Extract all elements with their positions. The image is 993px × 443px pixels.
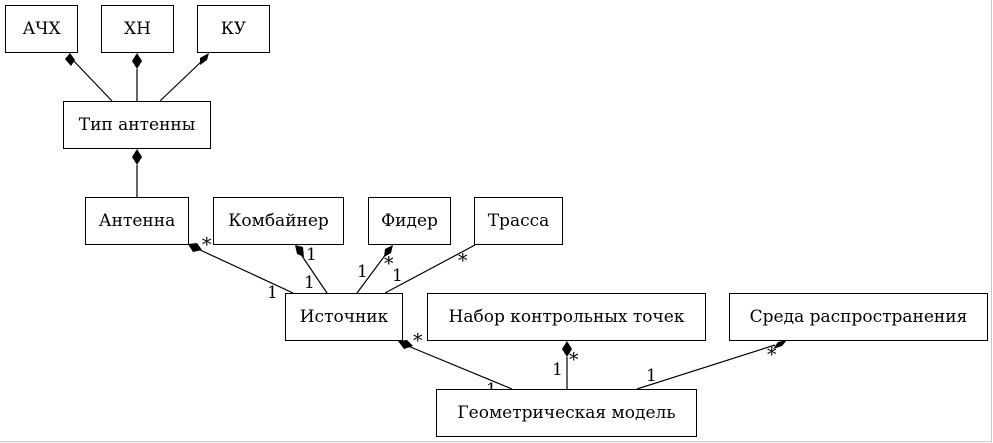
multiplicity-feeder-one-right: 1: [392, 266, 403, 286]
class-box-antenna-type[interactable]: Тип антенны: [63, 101, 211, 149]
class-box-achh[interactable]: АЧХ: [5, 5, 78, 53]
multiplicity-checkpoints-one: 1: [552, 360, 563, 380]
edge-medium-geo-model: [636, 344, 776, 390]
class-box-feeder[interactable]: Фидер: [368, 197, 451, 245]
multiplicity-source-many: *: [413, 330, 423, 352]
multiplicity-combiner-one-top: 1: [306, 245, 317, 265]
class-box-geo-model[interactable]: Геометрическая модель: [436, 389, 697, 437]
class-box-hn[interactable]: ХН: [101, 5, 174, 53]
multiplicity-combiner-one-bottom: 1: [304, 273, 315, 293]
edge-combiner-source: [301, 255, 328, 294]
composition-diamond-feeder: [384, 245, 393, 257]
composition-diamond-antenna-type: [132, 149, 142, 165]
class-box-combiner[interactable]: Комбайнер: [213, 197, 344, 245]
edge-source-geo-model: [407, 345, 513, 390]
composition-diamond-medium: [773, 340, 787, 349]
class-box-source[interactable]: Источник: [285, 293, 403, 341]
edge-feeder-source: [356, 253, 387, 294]
class-box-ku[interactable]: КУ: [197, 5, 270, 53]
edge-trassa-source: [384, 244, 476, 294]
multiplicity-feeder-one-left: 1: [357, 262, 368, 282]
composition-diamond-checkpoints: [562, 341, 572, 357]
composition-diamond-combiner: [295, 245, 304, 257]
class-box-checkpoints[interactable]: Набор контрольных точек: [427, 293, 706, 341]
class-box-medium[interactable]: Среда распространения: [729, 293, 988, 341]
multiplicity-trassa-many: *: [458, 250, 468, 272]
multiplicity-feeder-many: *: [384, 253, 394, 275]
composition-diamond-ku: [200, 53, 209, 65]
composition-diamond-achh: [65, 53, 75, 66]
composition-diamond-hn: [132, 53, 142, 69]
multiplicity-antenna-one: 1: [267, 283, 278, 303]
composition-diamond-source: [398, 340, 413, 349]
multiplicity-medium-many: *: [767, 344, 777, 366]
class-box-trassa[interactable]: Трасса: [474, 197, 563, 245]
multiplicity-medium-one: 1: [646, 366, 657, 386]
edge-achh-antenna-type: [69, 56, 113, 102]
edge-ku-antenna-type: [159, 59, 204, 102]
multiplicity-checkpoints-many: *: [569, 349, 579, 371]
edge-antenna-source: [197, 248, 294, 294]
class-box-antenna[interactable]: Антенна: [85, 197, 189, 245]
multiplicity-antenna-many: *: [202, 234, 212, 256]
composition-diamond-antenna: [188, 243, 202, 252]
